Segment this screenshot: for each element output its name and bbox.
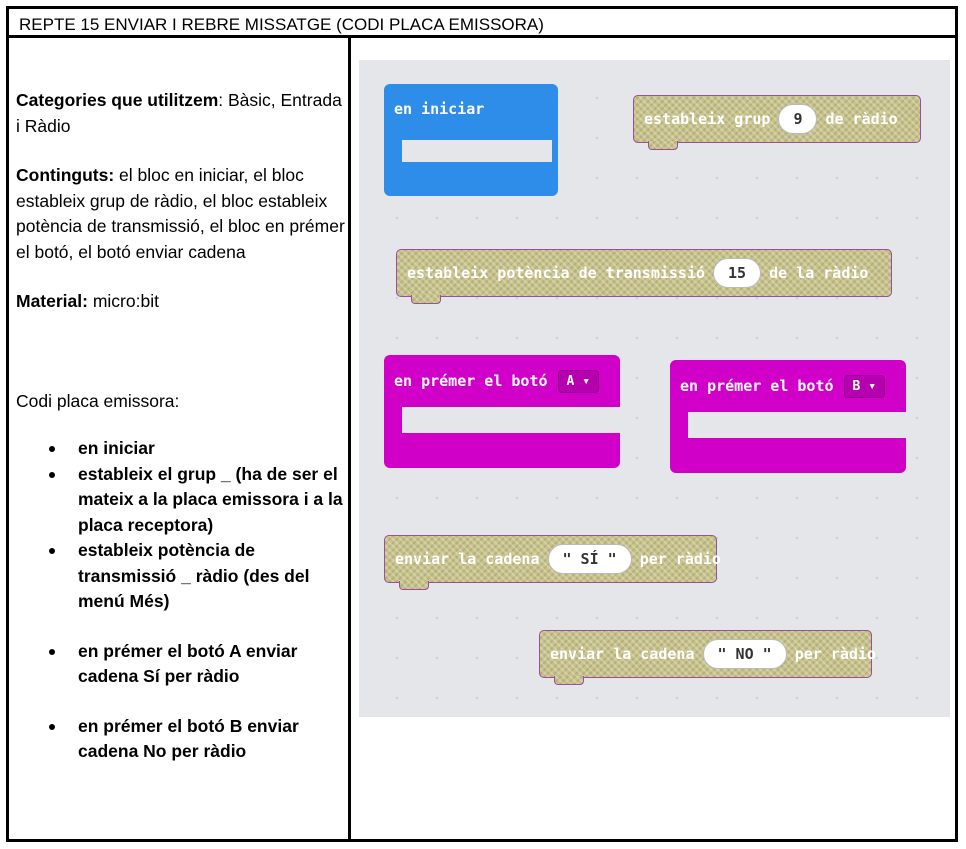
column-divider (348, 36, 351, 842)
button-a-dropdown[interactable]: A ▾ (557, 369, 600, 393)
list-item: estableix el grup _ (ha de ser el mateix… (16, 462, 346, 539)
set-group-block[interactable]: estableix grup 9 de ràdio (633, 95, 921, 150)
list-item: estableix potència de transmissió _ ràdi… (16, 538, 346, 615)
left-column: Categories que utilitzem: Bàsic, Entrada… (16, 88, 346, 765)
button-b-value: B (852, 378, 861, 394)
send-no-value[interactable]: " NO " (702, 639, 787, 669)
send-no-suffix: per ràdio (794, 645, 876, 663)
codi-label: Codi placa emissora: (16, 390, 180, 411)
categories-label: Categories que utilitzem (16, 90, 219, 110)
chevron-down-icon: ▾ (868, 378, 877, 394)
send-si-suffix: per ràdio (639, 550, 721, 568)
code-list: en iniciar estableix el grup _ (ha de se… (16, 436, 346, 765)
button-a-value: A (566, 373, 575, 389)
chevron-down-icon: ▾ (582, 373, 591, 389)
send-si-label: enviar la cadena (395, 550, 540, 568)
button-a-label: en prémer el botó (394, 372, 548, 390)
continguts-value: el bloc en iniciar, el bloc estableix gr… (16, 165, 345, 262)
group-value[interactable]: 9 (778, 104, 818, 134)
power-value[interactable]: 15 (713, 258, 762, 288)
list-item: en iniciar (16, 436, 346, 462)
button-b-label: en prémer el botó (680, 377, 834, 395)
button-a-header: en prémer el botó A ▾ (384, 355, 620, 407)
categories-value: : Bàsic, Entrada i Ràdio (16, 90, 342, 136)
block-slot (402, 140, 552, 162)
button-a-block[interactable]: en prémer el botó A ▾ (384, 355, 620, 468)
on-start-block[interactable]: en iniciar (384, 84, 558, 196)
send-si-block[interactable]: enviar la cadena " SÍ " per ràdio (384, 535, 721, 590)
set-power-label: estableix potència de transmissió (407, 264, 706, 282)
categories-paragraph: Categories que utilitzem: Bàsic, Entrada… (16, 88, 346, 139)
button-b-dropdown[interactable]: B ▾ (843, 374, 886, 398)
continguts-paragraph: Continguts: el bloc en iniciar, el bloc … (16, 163, 346, 265)
button-b-block[interactable]: en prémer el botó B ▾ (670, 360, 906, 473)
on-start-label: en iniciar (394, 100, 485, 118)
material-value: micro:bit (87, 291, 159, 311)
material-label: Material: (16, 291, 88, 311)
continguts-label: Continguts: (16, 165, 115, 185)
send-si-value[interactable]: " SÍ " (547, 544, 632, 574)
send-no-label: enviar la cadena (550, 645, 695, 663)
set-group-label: estableix grup (644, 110, 771, 128)
list-item: en prémer el botó B enviar cadena No per… (16, 714, 346, 765)
set-power-suffix: de la ràdio (769, 264, 869, 282)
button-b-header: en prémer el botó B ▾ (670, 360, 906, 412)
block-slot (402, 407, 620, 433)
send-no-block[interactable]: enviar la cadena " NO " per ràdio (539, 630, 876, 685)
set-group-suffix: de ràdio (825, 110, 898, 128)
block-slot (688, 412, 906, 438)
list-item: en prémer el botó A enviar cadena Sí per… (16, 639, 346, 690)
material-paragraph: Material: micro:bit (16, 289, 346, 315)
page-title: REPTE 15 ENVIAR I REBRE MISSATGE (CODI P… (6, 6, 958, 38)
set-power-block[interactable]: estableix potència de transmissió 15 de … (396, 249, 892, 304)
